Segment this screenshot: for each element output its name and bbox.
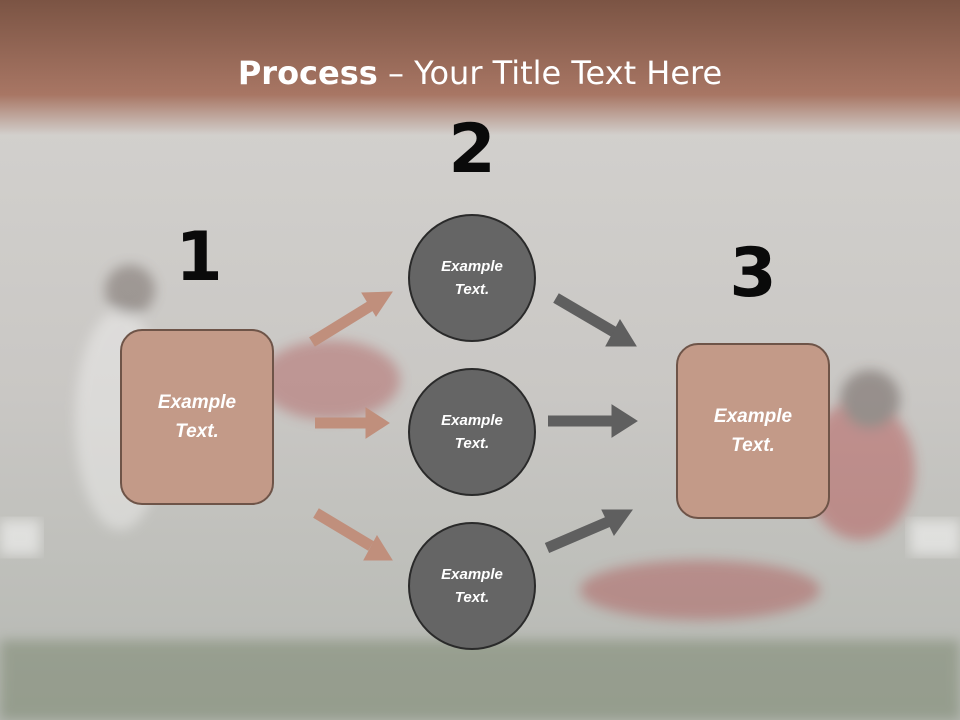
- arrow-up-right-head: [601, 509, 633, 536]
- step-number-2: 2: [448, 110, 496, 189]
- circle-middle-label: Example Text.: [441, 412, 503, 452]
- title-rest: – Your Title Text Here: [377, 54, 723, 92]
- arrow-up-left: [309, 300, 375, 347]
- step-1-box: Example Text.: [120, 329, 274, 505]
- step-3-label: Example Text.: [713, 406, 793, 456]
- arrow-up-right: [544, 515, 613, 554]
- arrow-mid-left-head: [365, 407, 390, 439]
- arrow-down-left-head: [363, 535, 393, 561]
- circle-bottom: Example Text.: [408, 522, 536, 650]
- arrow-mid-right-head: [611, 404, 638, 438]
- slide-title: Process – Your Title Text Here: [0, 54, 960, 92]
- step-1-label: Example Text.: [157, 392, 237, 442]
- step-number-1: 1: [175, 218, 223, 297]
- step-3-box: Example Text.: [676, 343, 830, 519]
- arrow-down-right-head: [605, 318, 637, 347]
- arrow-up-left-head: [361, 291, 393, 317]
- title-bold: Process: [237, 54, 378, 92]
- circle-top: Example Text.: [408, 214, 536, 342]
- circle-middle: Example Text.: [408, 368, 536, 496]
- step-number-3: 3: [729, 234, 777, 313]
- circle-top-label: Example Text.: [441, 258, 503, 298]
- arrow-down-left: [313, 508, 374, 551]
- arrow-down-right: [553, 293, 617, 337]
- circle-bottom-label: Example Text.: [441, 566, 503, 606]
